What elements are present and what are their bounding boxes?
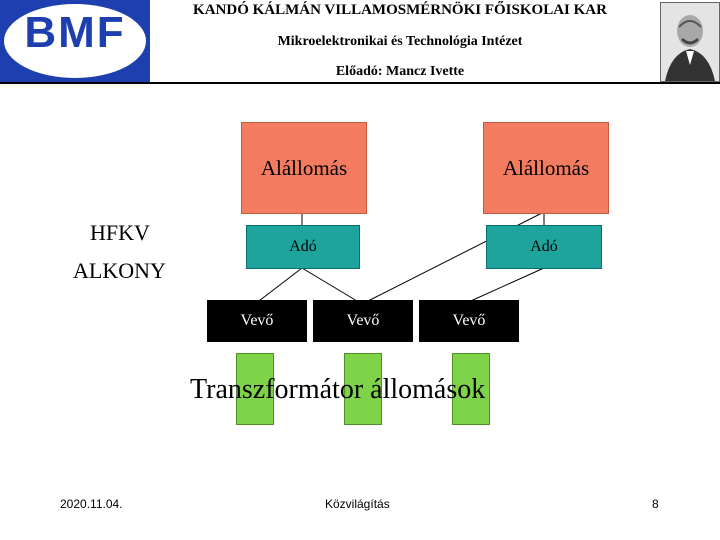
substation-box-1: Alállomás — [241, 122, 367, 214]
transmitter-box-1: Adó — [246, 225, 360, 269]
transformer-stations-label: Transzformátor állomások — [190, 374, 485, 406]
receiver-box-1: Vevő — [207, 300, 307, 342]
substation-label-2: Alállomás — [503, 156, 589, 181]
alkony-label: ALKONY — [73, 258, 166, 284]
page-number: 8 — [652, 497, 659, 511]
footer-title: Közvilágítás — [325, 497, 390, 511]
substation-box-2: Alállomás — [483, 122, 609, 214]
receiver-box-2: Vevő — [313, 300, 413, 342]
transmitter-label-2: Adó — [530, 238, 558, 256]
transmitter-label-1: Adó — [289, 238, 317, 256]
hfkv-label: HFKV — [90, 220, 150, 246]
receiver-label-3: Vevő — [453, 312, 486, 330]
receiver-box-3: Vevő — [419, 300, 519, 342]
footer-date: 2020.11.04. — [60, 497, 123, 511]
receiver-label-2: Vevő — [347, 312, 380, 330]
receiver-label-1: Vevő — [241, 312, 274, 330]
substation-label-1: Alállomás — [261, 156, 347, 181]
transmitter-box-2: Adó — [486, 225, 602, 269]
